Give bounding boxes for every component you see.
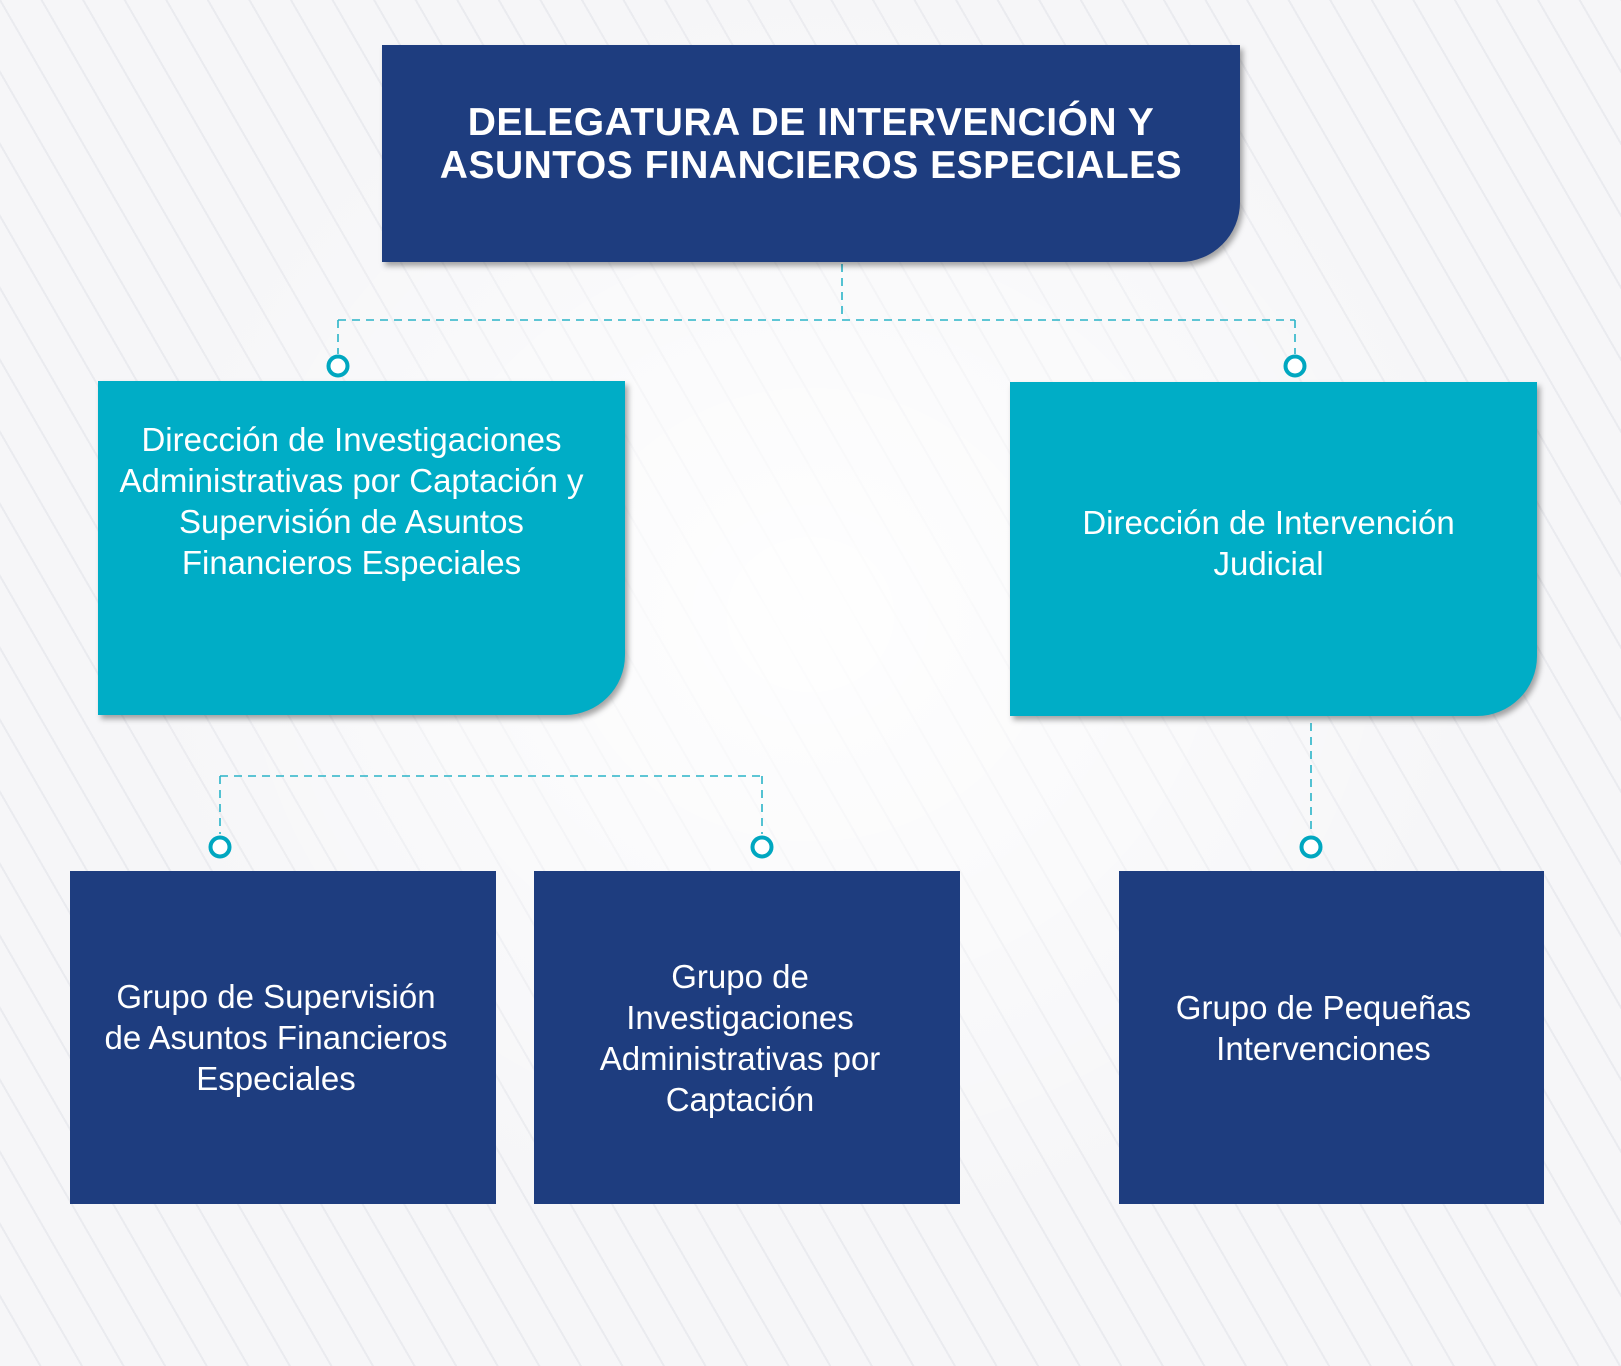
connector-root-to-directorates <box>337 264 1296 354</box>
node-dot-right-directorate <box>1283 354 1307 378</box>
node-grupo-investigaciones: Grupo de Investigaciones Administrativas… <box>534 871 960 1204</box>
node-direccion-investigaciones: Dirección de Investigaciones Administrat… <box>98 381 625 715</box>
root-node-label: DELEGATURA DE INTERVENCIÓN Y ASUNTOS FIN… <box>439 101 1183 187</box>
directorate-label: Dirección de Intervención Judicial <box>1082 504 1455 582</box>
node-dot-group-3 <box>1299 835 1323 859</box>
connector-left-directorate-to-groups <box>219 775 763 834</box>
node-dot-group-2 <box>750 835 774 859</box>
node-direccion-intervencion-judicial: Dirección de Intervención Judicial <box>1010 382 1537 716</box>
node-dot-left-directorate <box>326 354 350 378</box>
group-label: Grupo de Investigaciones Administrativas… <box>599 957 881 1118</box>
group-label: Grupo de Supervisión de Asuntos Financie… <box>104 978 448 1097</box>
directorate-label: Dirección de Investigaciones Administrat… <box>119 421 584 581</box>
group-label: Grupo de Pequeñas Intervenciones <box>1175 988 1472 1067</box>
root-node-delegatura: DELEGATURA DE INTERVENCIÓN Y ASUNTOS FIN… <box>382 45 1240 262</box>
node-grupo-pequenas-intervenciones: Grupo de Pequeñas Intervenciones <box>1119 871 1544 1204</box>
node-dot-group-1 <box>208 835 232 859</box>
node-grupo-supervision: Grupo de Supervisión de Asuntos Financie… <box>70 871 496 1204</box>
